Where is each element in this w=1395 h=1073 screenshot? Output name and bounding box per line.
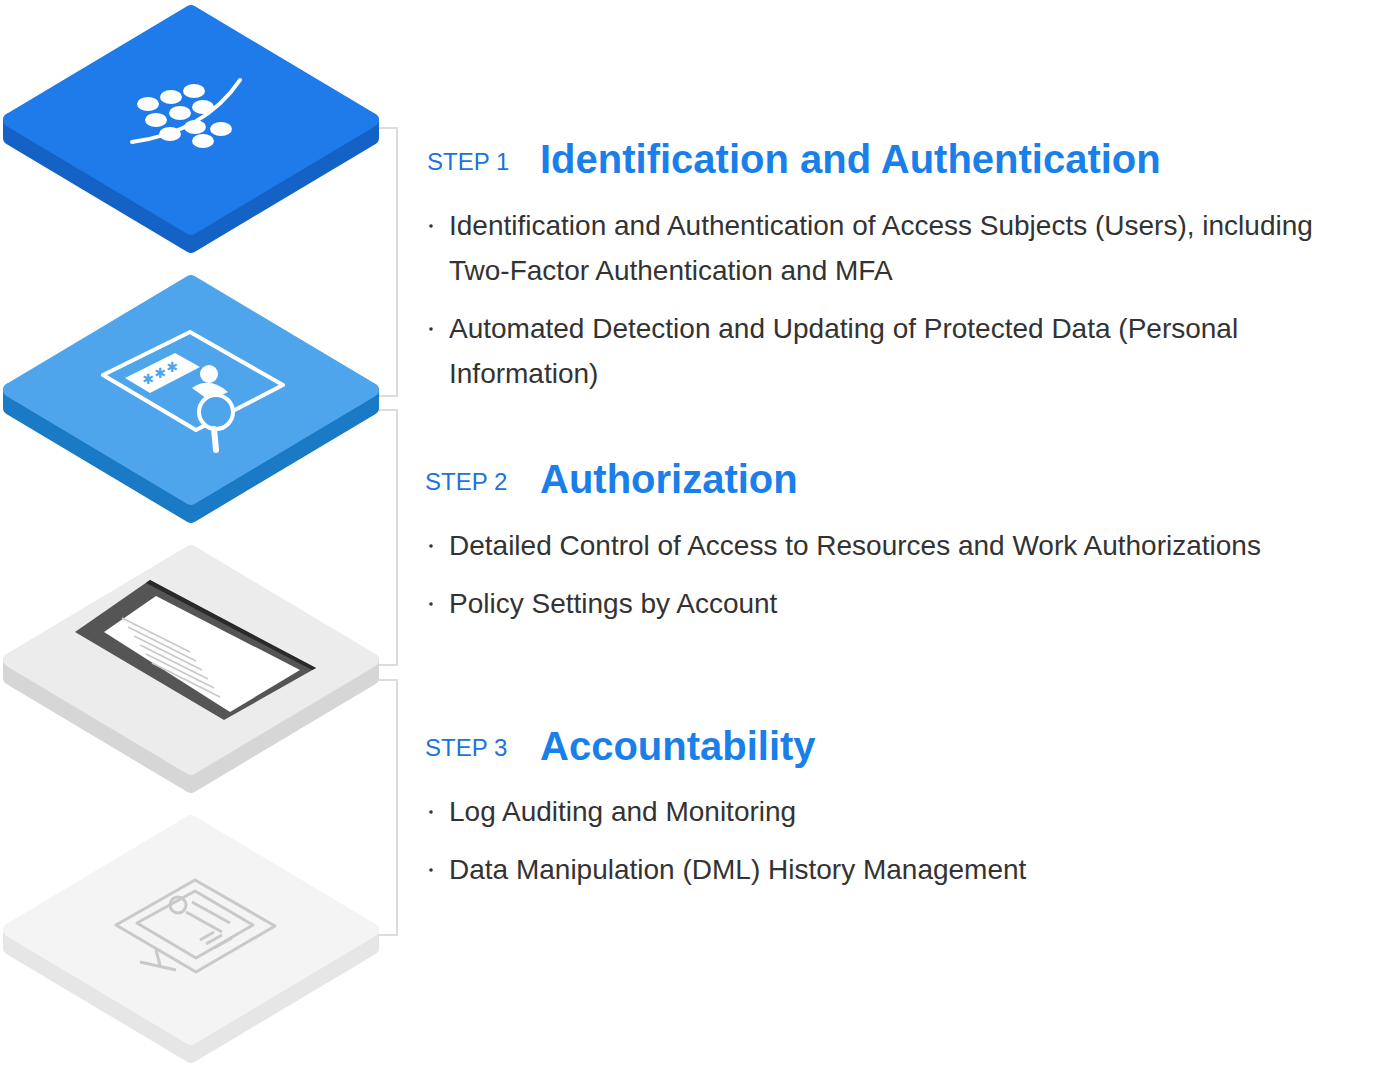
screenshot-icon [75,580,316,720]
step-heading: Authorization [540,455,798,503]
bullet-marks [429,224,433,872]
bracket-line [375,128,397,935]
svg-text:✱: ✱ [166,359,178,375]
monitor-tile [10,822,372,1056]
step-number: STEP 1 [427,148,509,176]
auth-tile [10,282,372,516]
platform-tile [10,12,372,246]
bullet-item: Automated Detection and Updating of Prot… [449,306,1249,396]
step-number: STEP 3 [425,734,507,762]
bullet-item: Policy Settings by Account [449,581,1349,626]
monitor-icon [116,880,275,972]
svg-text:✱: ✱ [154,365,166,381]
logo-icon [132,80,240,148]
step-number: STEP 2 [425,468,507,496]
step-heading: Identification and Authentication [540,135,1161,183]
id-card-icon: ✱✱✱ [103,332,283,450]
bullet-dot [429,602,433,606]
bullet-item: Detailed Control of Access to Resources … [449,523,1391,568]
tile-top [10,552,372,768]
bullet-item: Identification and Authentication of Acc… [449,203,1349,293]
tile-top [10,282,372,498]
bullet-dot [429,810,433,814]
tile-top [10,12,372,228]
bullet-dot [429,544,433,548]
bullet-dot [429,224,433,228]
screen-tile [10,552,372,786]
bullet-dot [429,327,433,331]
bullet-item: Log Auditing and Monitoring [449,789,1349,834]
tile-top [10,822,372,1038]
bullet-dot [429,868,433,872]
svg-text:✱: ✱ [142,371,154,387]
step-heading: Accountability [540,722,816,770]
bullet-item: Data Manipulation (DML) History Manageme… [449,847,1349,892]
